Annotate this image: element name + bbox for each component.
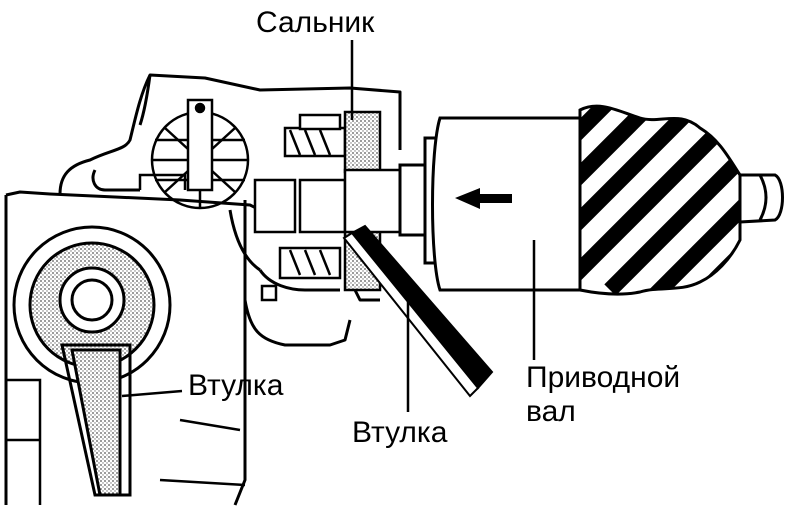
differential-gear	[138, 98, 250, 210]
seal-assembly	[253, 110, 407, 302]
leader-bushing-left	[121, 389, 183, 398]
bushing-tool-left	[6, 225, 246, 505]
leader-bushing-bottom	[370, 241, 410, 412]
transmission-housing	[4, 73, 402, 506]
drive-shaft	[398, 116, 784, 292]
drive-shaft-label-line1: Приводной	[526, 361, 681, 394]
drive-shaft-label-line2: вал	[526, 395, 576, 428]
oil-seal-label: Сальник	[256, 6, 375, 39]
leader-lines	[121, 40, 536, 412]
bushing-label-left: Втулка	[188, 369, 284, 402]
bushing-label-bottom: Втулка	[352, 416, 448, 449]
